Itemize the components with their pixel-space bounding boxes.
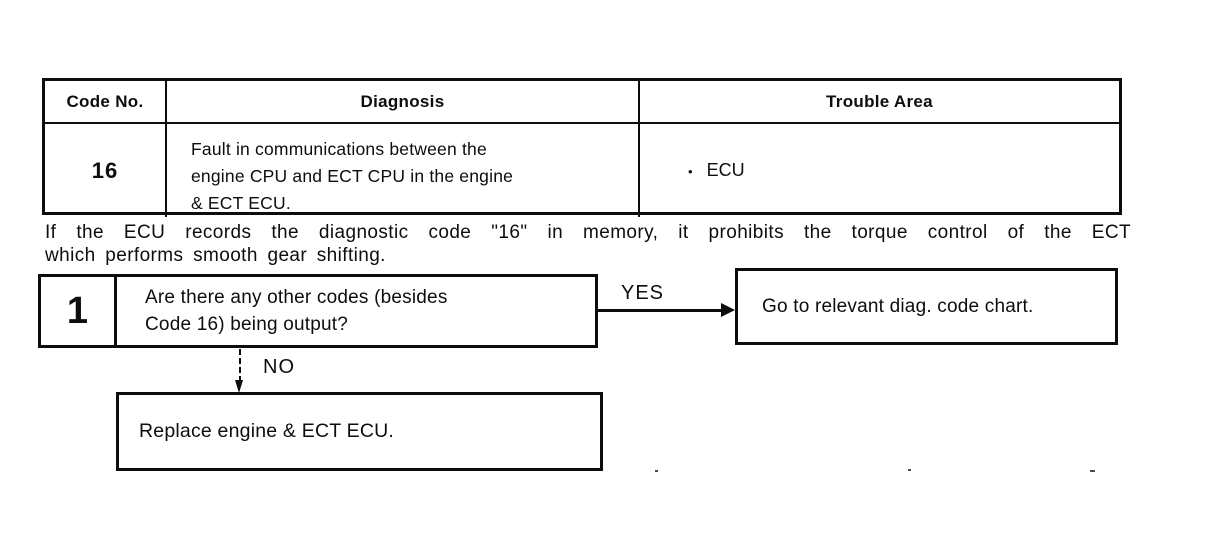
diagnosis-line: engine CPU and ECT CPU in the engine	[191, 166, 514, 186]
step-number: 1	[41, 277, 117, 345]
diagnosis-line: Fault in communications between the	[191, 139, 487, 159]
no-result-box: Replace engine & ECT ECU.	[116, 392, 603, 471]
note-line-2: which performs smooth gear shifting.	[45, 245, 386, 266]
trouble-area-item: ECU	[706, 160, 745, 180]
no-arrow-line	[239, 349, 241, 382]
yes-arrow-head-icon	[721, 303, 735, 317]
step-question: Are there any other codes (besides Code …	[117, 277, 595, 345]
yes-result-text: Go to relevant diag. code chart.	[762, 295, 1034, 317]
note-paragraph: If the ECU records the diagnostic code "…	[45, 221, 1131, 267]
step-question-line: Code 16) being output?	[145, 314, 349, 335]
diagnostic-code-table: Code No. Diagnosis Trouble Area 16 Fault…	[42, 78, 1122, 217]
code-number-cell: 16	[45, 124, 167, 217]
table-header-diagnosis: Diagnosis	[167, 81, 640, 124]
scan-speck	[655, 470, 658, 472]
yes-result-box: Go to relevant diag. code chart.	[735, 268, 1118, 345]
note-line-1: If the ECU records the diagnostic code "…	[45, 222, 1131, 243]
scan-speck	[908, 469, 911, 471]
bullet-icon: •	[688, 164, 693, 179]
table-header-trouble-area: Trouble Area	[640, 81, 1119, 124]
table-header-code-no: Code No.	[45, 81, 167, 124]
no-result-text: Replace engine & ECT ECU.	[139, 420, 395, 442]
no-branch-label: NO	[263, 356, 295, 378]
yes-arrow-line	[598, 309, 724, 312]
scan-speck	[1090, 470, 1095, 472]
trouble-area-cell: • ECU	[640, 124, 1119, 217]
no-arrow-head-icon	[235, 380, 243, 393]
step-question-line: Are there any other codes (besides	[145, 287, 448, 308]
yes-branch-label: YES	[621, 282, 665, 304]
diagnosis-cell: Fault in communications between the engi…	[167, 124, 640, 217]
flowchart-step-1-box: 1 Are there any other codes (besides Cod…	[38, 274, 598, 348]
diagnosis-line: & ECT ECU.	[191, 193, 291, 213]
